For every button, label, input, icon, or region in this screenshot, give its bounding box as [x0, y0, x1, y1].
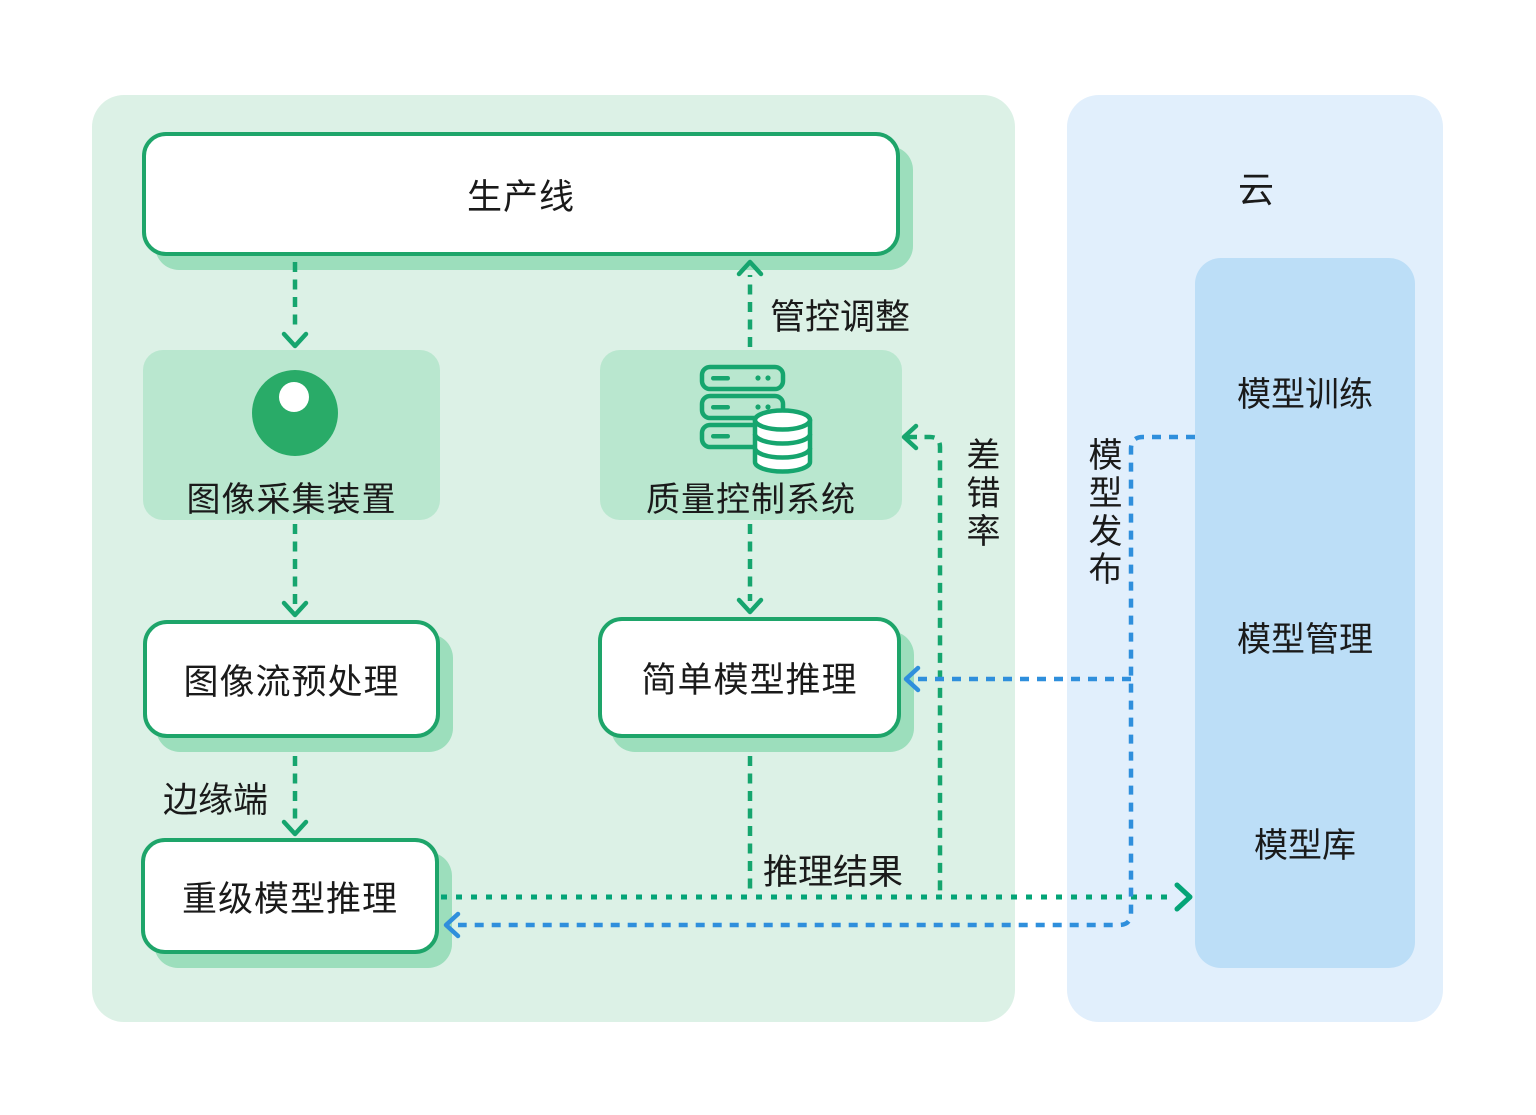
edge-side-label: 边缘端 — [163, 781, 269, 820]
cloud-module-model-training: 模型训练 — [1237, 376, 1373, 414]
cloud-module-model-management: 模型管理 — [1237, 621, 1373, 659]
node-production-line-label: 生产线 — [466, 177, 575, 217]
node-heavy-inference: 重级模型推理 — [141, 838, 439, 954]
error-rate-label: 差错率 — [961, 437, 999, 551]
node-image-capture-label: 图像采集装置 — [186, 481, 397, 519]
control-adjust-label: 管控调整 — [770, 298, 911, 337]
node-image-capture: 图像采集装置 — [143, 350, 440, 520]
node-heavy-inference-label: 重级模型推理 — [181, 879, 398, 919]
inference-result-label: 推理结果 — [763, 853, 904, 892]
node-simple-inference-label: 简单模型推理 — [641, 661, 858, 700]
camera-lens-icon — [252, 370, 338, 456]
cloud-inner-panel — [1195, 258, 1415, 968]
node-production-line: 生产线 — [142, 132, 900, 256]
cloud-module-model-repository: 模型库 — [1254, 827, 1356, 865]
model-publish-label: 模型发布 — [1083, 437, 1121, 589]
node-quality-control: 质量控制系统 — [600, 350, 902, 520]
node-image-preprocess: 图像流预处理 — [143, 620, 440, 738]
node-simple-inference: 简单模型推理 — [598, 617, 901, 738]
node-image-preprocess-label: 图像流预处理 — [183, 662, 400, 702]
cloud-title: 云 — [1238, 169, 1275, 210]
node-quality-control-label: 质量控制系统 — [646, 481, 856, 519]
